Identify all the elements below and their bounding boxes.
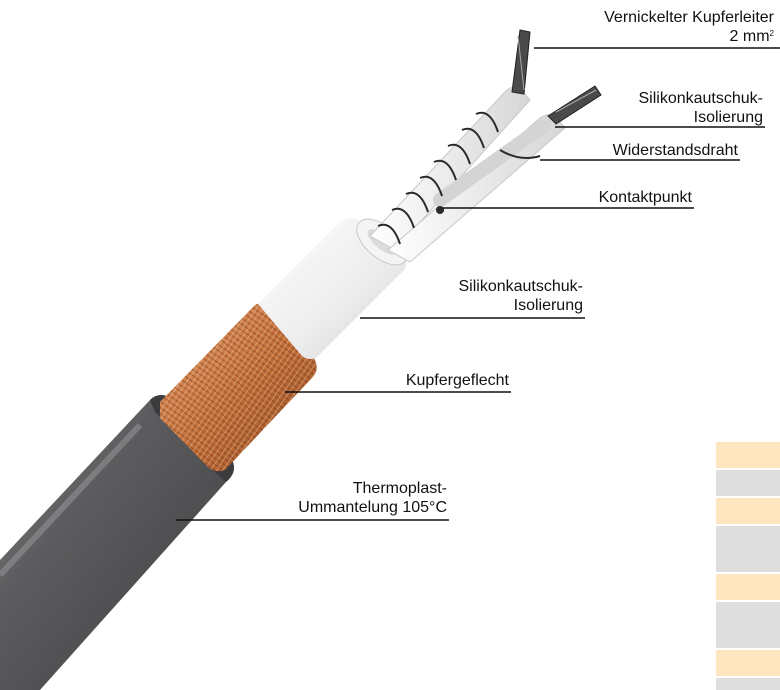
label-insulation-inner: Silikonkautschuk- Isolierung xyxy=(639,89,764,127)
label-resistance-wire: Widerstandsdraht xyxy=(613,141,738,160)
label-jacket: Thermoplast- Ummantelung 105°C xyxy=(298,479,447,517)
label-contact-point: Kontaktpunkt xyxy=(599,188,692,207)
label-braid: Kupfergeflecht xyxy=(406,371,509,390)
label-jacket-line1: Thermoplast- xyxy=(298,479,447,498)
label-conductor-line2: 2 mm2 xyxy=(604,27,774,46)
label-contact-point-line1: Kontaktpunkt xyxy=(599,188,692,207)
label-insulation-outer-line1: Silikonkautschuk- xyxy=(459,277,584,296)
label-resistance-wire-line1: Widerstandsdraht xyxy=(613,141,738,160)
label-braid-line1: Kupfergeflecht xyxy=(406,371,509,390)
label-insulation-outer: Silikonkautschuk- Isolierung xyxy=(459,277,584,315)
label-conductor-line1: Vernickelter Kupferleiter xyxy=(604,8,774,27)
label-insulation-inner-line1: Silikonkautschuk- xyxy=(639,89,764,108)
label-insulation-outer-line2: Isolierung xyxy=(459,296,584,315)
label-insulation-inner-line2: Isolierung xyxy=(639,108,764,127)
label-jacket-line2: Ummantelung 105°C xyxy=(298,498,447,517)
label-conductor: Vernickelter Kupferleiter 2 mm2 xyxy=(604,8,774,46)
